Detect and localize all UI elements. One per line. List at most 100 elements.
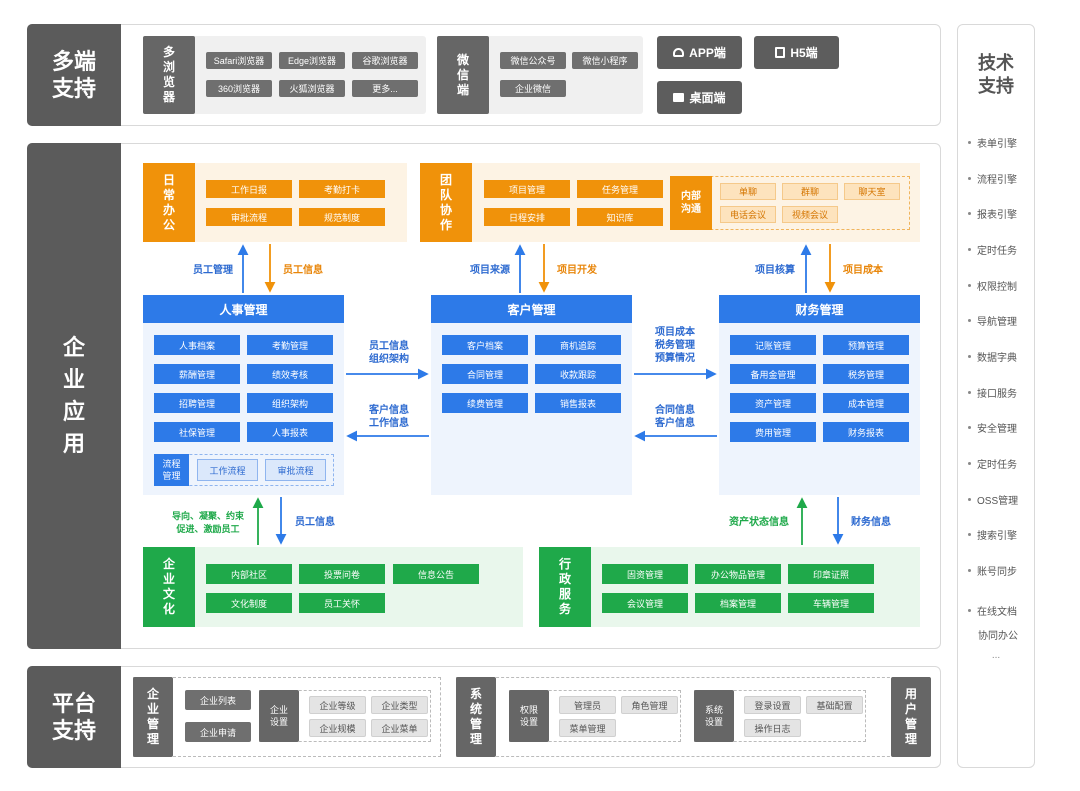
tech-item-label: OSS管理 — [977, 496, 1019, 507]
tech-more: ... — [991, 650, 1001, 661]
team-item-1[interactable]: 任务管理 — [577, 180, 663, 198]
app-button[interactable]: APP端 — [657, 36, 742, 69]
ent-settings-item-1[interactable]: 企业类型 — [371, 696, 428, 714]
perm-item-1[interactable]: 角色管理 — [621, 696, 678, 714]
tech-item-13[interactable]: 在线文档 — [968, 603, 1017, 618]
culture-item-0[interactable]: 内部社区 — [206, 564, 292, 584]
internal-item-4[interactable]: 视频会议 — [782, 206, 838, 223]
finance-item-1[interactable]: 预算管理 — [823, 335, 909, 355]
wechat-chip-2[interactable]: 企业微信 — [500, 80, 566, 97]
internal-item-0[interactable]: 单聊 — [720, 183, 776, 200]
wechat-chip-1[interactable]: 微信小程序 — [572, 52, 638, 69]
admin-item-3[interactable]: 会议管理 — [602, 593, 688, 613]
finance-item-4[interactable]: 资产管理 — [730, 393, 816, 413]
culture-item-3[interactable]: 文化制度 — [206, 593, 292, 613]
team-item-0[interactable]: 项目管理 — [484, 180, 570, 198]
culture-item-1[interactable]: 投票问卷 — [299, 564, 385, 584]
hr-flow-item-1[interactable]: 审批流程 — [265, 459, 326, 481]
finance-item-7[interactable]: 财务报表 — [823, 422, 909, 442]
finance-item-0[interactable]: 记账管理 — [730, 335, 816, 355]
daily-item-3[interactable]: 规范制度 — [299, 208, 385, 226]
hr-item-3[interactable]: 绩效考核 — [247, 364, 333, 384]
ent-settings-item-2[interactable]: 企业规模 — [309, 719, 366, 737]
browser-chip-3[interactable]: 360浏览器 — [206, 80, 272, 97]
tech-item-1[interactable]: 流程引擎 — [968, 171, 1017, 186]
tech-item-3[interactable]: 定时任务 — [968, 242, 1017, 257]
label-finance-to-customer: 合同信息 客户信息 — [655, 405, 695, 429]
user-mgmt-head[interactable]: 用 户 管 理 — [891, 677, 931, 757]
internal-item-1[interactable]: 群聊 — [782, 183, 838, 200]
team-item-2[interactable]: 日程安排 — [484, 208, 570, 226]
customer-item-3[interactable]: 收款跟踪 — [535, 364, 621, 384]
hr-item-7[interactable]: 人事报表 — [247, 422, 333, 442]
tech-item-7[interactable]: 接口服务 — [968, 385, 1017, 400]
culture-item-2[interactable]: 信息公告 — [393, 564, 479, 584]
h5-button[interactable]: H5端 — [754, 36, 839, 69]
finance-item-5[interactable]: 成本管理 — [823, 393, 909, 413]
finance-item-6[interactable]: 费用管理 — [730, 422, 816, 442]
customer-item-0[interactable]: 客户档案 — [442, 335, 528, 355]
tech-item-label: 在线文档 — [977, 607, 1017, 618]
browser-chip-2[interactable]: 谷歌浏览器 — [352, 52, 418, 69]
admin-item-4[interactable]: 档案管理 — [695, 593, 781, 613]
admin-item-2[interactable]: 印章证照 — [788, 564, 874, 584]
hr-flow-item-0[interactable]: 工作流程 — [197, 459, 258, 481]
customer-item-5[interactable]: 销售报表 — [535, 393, 621, 413]
tech-item-8[interactable]: 安全管理 — [968, 420, 1017, 435]
label-emp-mgmt: 员工管理 — [193, 265, 233, 276]
desktop-button[interactable]: 桌面端 — [657, 81, 742, 114]
hr-item-0[interactable]: 人事档案 — [154, 335, 240, 355]
hr-item-5[interactable]: 组织架构 — [247, 393, 333, 413]
perm-item-0[interactable]: 管理员 — [559, 696, 616, 714]
ent-mgmt-item-1[interactable]: 企业申请 — [185, 722, 251, 742]
tech-item-2[interactable]: 报表引擎 — [968, 206, 1017, 221]
perm-item-2[interactable]: 菜单管理 — [559, 719, 616, 737]
sys-settings-item-1[interactable]: 基础配置 — [806, 696, 863, 714]
tech-item-10[interactable]: OSS管理 — [968, 492, 1018, 507]
admin-item-5[interactable]: 车辆管理 — [788, 593, 874, 613]
ent-mgmt-item-0[interactable]: 企业列表 — [185, 690, 251, 710]
daily-item-1[interactable]: 考勤打卡 — [299, 180, 385, 198]
bullet-icon — [968, 355, 971, 358]
wechat-group-head: 微 信 端 — [437, 36, 489, 114]
browser-chip-5[interactable]: 更多... — [352, 80, 418, 97]
internal-item-3[interactable]: 电话会议 — [720, 206, 776, 223]
tech-item-0[interactable]: 表单引擎 — [968, 135, 1017, 150]
hr-flow-head: 流程 管理 — [154, 454, 189, 486]
sys-settings-item-2[interactable]: 操作日志 — [744, 719, 801, 737]
tech-item-label: 账号同步 — [977, 567, 1017, 578]
customer-title: 客户管理 — [431, 295, 632, 323]
hr-item-2[interactable]: 薪酬管理 — [154, 364, 240, 384]
admin-item-0[interactable]: 固资管理 — [602, 564, 688, 584]
tech-item-11[interactable]: 搜索引擎 — [968, 527, 1017, 542]
tech-item-6[interactable]: 数据字典 — [968, 349, 1017, 364]
sys-settings-item-0[interactable]: 登录设置 — [744, 696, 801, 714]
culture-group — [143, 547, 523, 627]
finance-item-2[interactable]: 备用金管理 — [730, 364, 816, 384]
browser-chip-1[interactable]: Edge浏览器 — [279, 52, 345, 69]
customer-item-2[interactable]: 合同管理 — [442, 364, 528, 384]
hr-item-6[interactable]: 社保管理 — [154, 422, 240, 442]
hr-item-4[interactable]: 招聘管理 — [154, 393, 240, 413]
finance-item-3[interactable]: 税务管理 — [823, 364, 909, 384]
internal-item-2[interactable]: 聊天室 — [844, 183, 900, 200]
ent-mgmt-head: 企 业 管 理 — [133, 677, 173, 757]
ent-settings-item-0[interactable]: 企业等级 — [309, 696, 366, 714]
browser-chip-0[interactable]: Safari浏览器 — [206, 52, 272, 69]
daily-item-2[interactable]: 审批流程 — [206, 208, 292, 226]
browser-chip-4[interactable]: 火狐浏览器 — [279, 80, 345, 97]
team-item-3[interactable]: 知识库 — [577, 208, 663, 226]
tech-item-4[interactable]: 权限控制 — [968, 278, 1017, 293]
wechat-chip-0[interactable]: 微信公众号 — [500, 52, 566, 69]
daily-item-0[interactable]: 工作日报 — [206, 180, 292, 198]
tech-item-12[interactable]: 账号同步 — [968, 563, 1017, 578]
hr-item-1[interactable]: 考勤管理 — [247, 335, 333, 355]
culture-item-4[interactable]: 员工关怀 — [299, 593, 385, 613]
tech-item-9[interactable]: 定时任务 — [968, 456, 1017, 471]
customer-item-1[interactable]: 商机追踪 — [535, 335, 621, 355]
bullet-icon — [968, 426, 971, 429]
customer-item-4[interactable]: 续费管理 — [442, 393, 528, 413]
tech-item-5[interactable]: 导航管理 — [968, 313, 1017, 328]
ent-settings-item-3[interactable]: 企业菜单 — [371, 719, 428, 737]
admin-item-1[interactable]: 办公物品管理 — [695, 564, 781, 584]
